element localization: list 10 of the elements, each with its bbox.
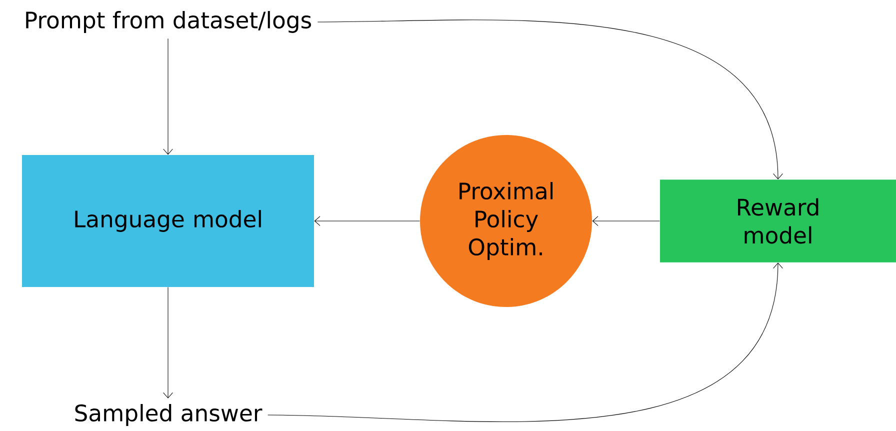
arrow: [317, 20, 783, 180]
process-box: Language model: [22, 155, 314, 287]
arrow: [314, 216, 420, 226]
arrow: [268, 262, 783, 422]
process-box: Reward model: [660, 180, 896, 262]
text-label: Sampled answer: [75, 404, 262, 426]
arrow: [163, 38, 173, 155]
text-label: Prompt from dataset/logs: [26, 11, 311, 33]
arrow: [592, 216, 660, 226]
arrow: [163, 287, 173, 398]
